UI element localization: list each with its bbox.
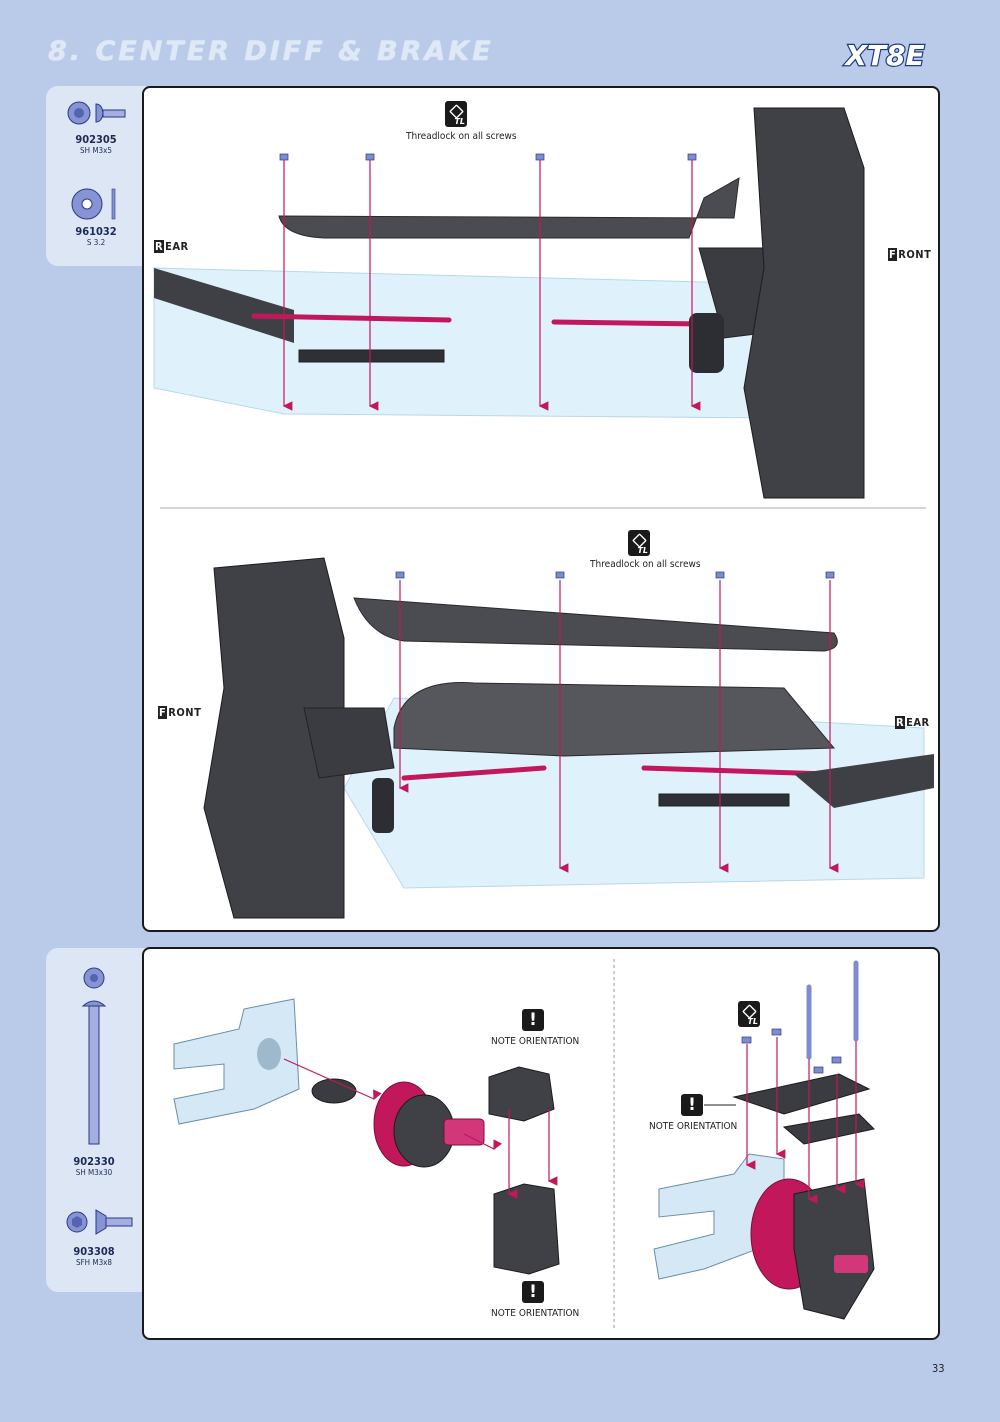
part-number: 902330 — [73, 1155, 115, 1168]
rear-arm-brace — [154, 268, 294, 343]
screws-step1 — [279, 153, 697, 161]
part-spec: S 3.2 — [86, 238, 106, 247]
flat-head-screw-icon — [95, 1209, 133, 1235]
step-panel-center-diff: ! NOTE ORIENTATION ! NOTE ORIENTATION ! … — [142, 947, 940, 1340]
long-screws — [806, 960, 859, 1060]
front-suspension-bottom — [203, 557, 345, 919]
page-title: 8. CENTER DIFF & BRAKE — [48, 36, 494, 67]
threadlock-icon: TL — [445, 101, 467, 127]
chassis-assembly-illustration — [153, 107, 934, 919]
short-screws — [741, 1028, 842, 1074]
part-spec: SH M3x30 — [75, 1168, 113, 1177]
long-screw-icon — [66, 967, 107, 1233]
chassis-brace-bottom — [353, 597, 838, 652]
screws-step2 — [395, 571, 835, 579]
warning-icon: ! — [522, 1281, 544, 1303]
note-orientation-bottom: NOTE ORIENTATION — [491, 1308, 580, 1319]
diff-mount — [173, 998, 300, 1125]
carbon-plate — [732, 1073, 871, 1115]
threadlock-icon: TL — [628, 530, 650, 556]
washer-icon — [71, 188, 116, 220]
parts-sidebar-top: 902305 SH M3x5 961032 S 3.2 — [46, 86, 146, 266]
logo-text: XT8E — [843, 39, 924, 72]
diff-bearing-ring — [311, 1078, 357, 1104]
diff-block-bottom — [493, 1183, 560, 1275]
center-diff-illustration — [173, 959, 876, 1329]
xt8e-logo: XT8E — [842, 38, 926, 72]
threadlock-icon: TL — [738, 1001, 760, 1027]
note-orientation-top: NOTE ORIENTATION — [491, 1036, 580, 1047]
warning-icon: ! — [522, 1009, 544, 1031]
part-number: 902305 — [75, 133, 117, 146]
threadlock-note: Threadlock on all screws — [406, 131, 517, 142]
note-orientation-right: NOTE ORIENTATION — [649, 1121, 738, 1132]
button-head-screw-icon — [67, 101, 126, 125]
front-suspension — [743, 107, 865, 499]
chassis-brace-top — [278, 177, 740, 239]
part-number: 903308 — [73, 1245, 115, 1258]
diff-block-top — [488, 1066, 555, 1122]
part-spec: SFH M3x8 — [75, 1258, 113, 1267]
part-number: 961032 — [75, 225, 117, 238]
warning-icon: ! — [681, 1094, 703, 1116]
page-number: 33 — [932, 1362, 945, 1375]
threadlock-note: Threadlock on all screws — [590, 559, 701, 570]
part-spec: SH M3x5 — [80, 146, 112, 155]
parts-sidebar-bottom: 902330 SH M3x30 903308 SFH M3x8 — [46, 948, 146, 1292]
